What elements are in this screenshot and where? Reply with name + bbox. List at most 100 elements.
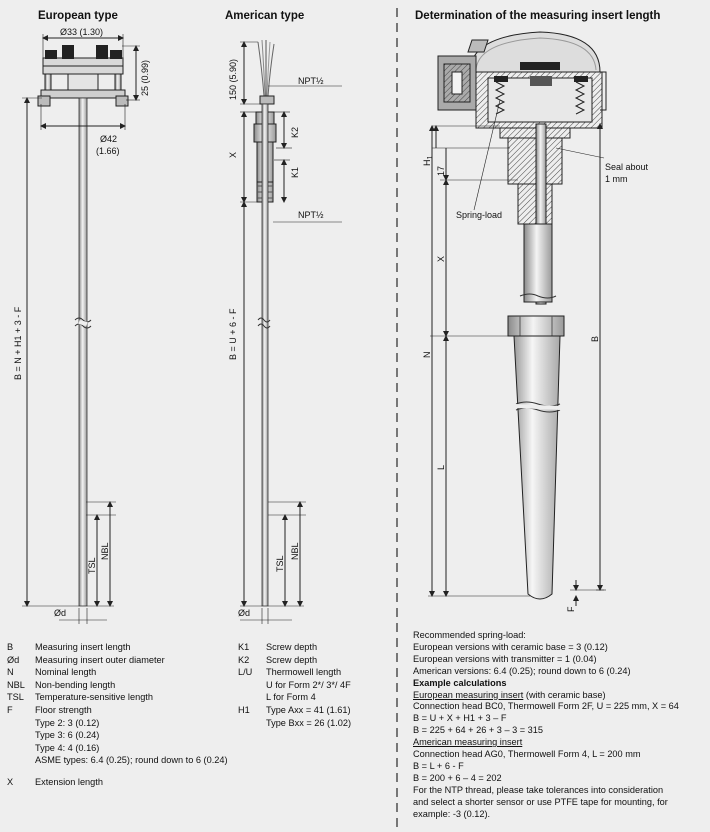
ntp-line: For the NTP thread, please take toleranc… (413, 784, 664, 795)
legend-row: NBL Non-bending length (7, 679, 267, 692)
legend-value: Screw depth (266, 654, 318, 665)
spring-line: European versions with ceramic base = 3 … (413, 641, 608, 652)
dim-flange-dia: Ø42 (100, 134, 117, 144)
legend-key: NBL (7, 679, 25, 690)
dim-tsl-european: TSL (87, 557, 97, 574)
eu-title-line: European measuring insert (with ceramic … (413, 690, 708, 702)
eu-line: B = U + X + H1 + 3 – F (413, 713, 507, 724)
dim-k1: K1 (290, 167, 300, 178)
legend-key: X (7, 776, 14, 787)
legend-row: Type 3: 6 (0.24) (7, 729, 267, 742)
legend-value: Measuring insert length (35, 642, 131, 652)
legend-row: Type 2: 3 (0.12) (7, 717, 267, 730)
calculation-notes: Recommended spring-load: European versio… (413, 630, 708, 821)
am-line: Connection head AG0, Thermowell Form 4, … (413, 749, 641, 760)
dim-lead-length: 150 (5.90) (228, 59, 238, 100)
spring-line: American versions: 6.4 (0.25); round dow… (413, 665, 631, 676)
example-title: Example calculations (413, 677, 507, 688)
legend-value: Extension length (35, 776, 103, 787)
legend-key (7, 767, 35, 776)
dim-nbl-american: NBL (290, 542, 300, 560)
assembly-cross-section (437, 31, 607, 600)
legend-key: N (7, 667, 14, 678)
dim-l-determination: L (436, 465, 446, 470)
american-insert-drawing (253, 39, 277, 607)
legend-row: L/U Thermowell length (238, 666, 388, 679)
dim-k2: K2 (290, 127, 300, 138)
legend-value: Floor strength (35, 704, 92, 715)
legend-value: Type 3: 6 (0.24) (35, 730, 100, 741)
legend-value: Type Axx = 41 (1.61) (266, 704, 351, 715)
legend-key (7, 742, 35, 755)
eu-title-suffix: (with ceramic base) (523, 689, 606, 700)
legend-value: Type 4: 4 (0.16) (35, 742, 100, 753)
heading-american: American type (225, 10, 304, 22)
dim-tsl-american: TSL (275, 555, 285, 572)
legend-key (7, 729, 35, 742)
am-title: American measuring insert (413, 737, 523, 748)
legend-key: TSL (7, 692, 24, 703)
legend-row: X Extension length (7, 776, 267, 789)
dim-b-european: B = N + H1 + 3 - F (13, 306, 23, 380)
legend-key: K2 (238, 654, 250, 665)
dim-b-american: B = U + 6 - F (228, 308, 238, 360)
dim-f: F (566, 606, 576, 612)
legend-row: K1 Screw depth (238, 641, 388, 654)
dim-od-american: Ød (238, 608, 250, 618)
ntp-line: and select a shorter sensor or use PTFE … (413, 796, 668, 807)
dim-npt-top: NPT½ (298, 76, 324, 86)
eu-title: European measuring insert (413, 689, 524, 700)
legend-value: U for Form 2*/ 3*/ 4F (266, 679, 351, 690)
legend-key: B (7, 642, 14, 652)
legend-value: Temperature-sensitive length (35, 692, 153, 703)
dim-od-european: Ød (54, 608, 66, 618)
legend-row: L for Form 4 (238, 691, 388, 704)
legend-row: B Measuring insert length (7, 641, 267, 654)
legend-row: Type 4: 4 (0.16) (7, 742, 267, 755)
dim-x-american: X (228, 152, 238, 158)
heading-determination: Determination of the measuring insert le… (415, 10, 660, 22)
am-line: B = 200 + 6 – 4 = 202 (413, 772, 502, 783)
legend-row: K2 Screw depth (238, 654, 388, 667)
legend-row: Type Bxx = 26 (1.02) (238, 717, 388, 730)
legend-value: Nominal length (35, 667, 97, 678)
legend-value: Non-bending length (35, 679, 116, 690)
legend-row: N Nominal length (7, 666, 267, 679)
dim-npt-bottom: NPT½ (298, 210, 324, 220)
legend-value (35, 767, 267, 776)
legend-key: K1 (238, 642, 250, 652)
legend-key: H1 (238, 704, 250, 715)
legend-value: Thermowell length (266, 667, 342, 678)
spring-line: European versions with transmitter = 1 (… (413, 653, 597, 664)
heading-european: European type (38, 10, 118, 22)
legend-key: L/U (238, 667, 253, 678)
legend-row: F Floor strength (7, 704, 267, 717)
am-line: B = L + 6 - F (413, 760, 464, 771)
eu-line: B = 225 + 64 + 26 + 3 – 3 = 315 (413, 725, 544, 736)
dim-n-determination: N (422, 352, 432, 359)
label-seal-2: 1 mm (605, 174, 628, 184)
legend-value: Type Bxx = 26 (1.02) (266, 717, 352, 728)
legend-key (7, 754, 35, 767)
dim-b-determination: B (590, 336, 600, 342)
legend-value: Type 2: 3 (0.12) (35, 717, 100, 728)
legend-key (238, 679, 266, 692)
legend-key (7, 717, 35, 730)
european-insert-drawing (37, 45, 129, 607)
legend-row: ASME types: 6.4 (0.25); round down to 6 … (7, 754, 267, 767)
dim-head-width: Ø33 (1.30) (60, 27, 103, 37)
legend-value: Screw depth (266, 642, 318, 652)
legend-key: Ød (7, 654, 20, 665)
label-spring-load: Spring-load (456, 210, 502, 220)
ntp-line: example: -3 (0.12). (413, 808, 491, 819)
dim-17: 17 (436, 166, 446, 176)
legend-key: F (7, 704, 13, 715)
legend-value: L for Form 4 (266, 692, 316, 703)
legend-row: H1 Type Axx = 41 (1.61) (238, 704, 388, 717)
dim-x-determination: X (436, 256, 446, 262)
legend-row: TSL Temperature-sensitive length (7, 691, 267, 704)
